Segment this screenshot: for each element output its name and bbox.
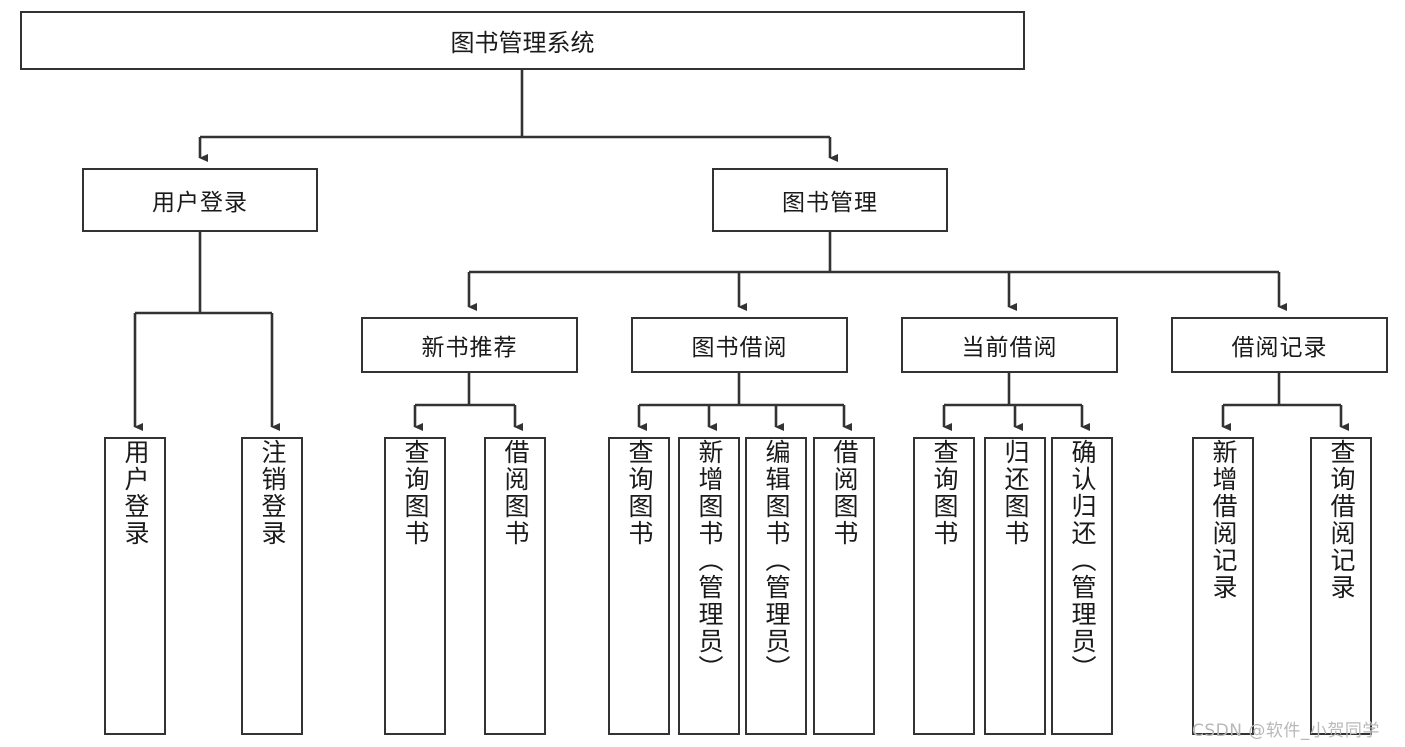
- edge-records-to-leaves: [1221, 373, 1349, 431]
- node-label: 图书借阅: [691, 335, 788, 361]
- node-borrow-records[interactable]: 借阅记录: [1171, 317, 1388, 373]
- node-current-borrow[interactable]: 当前借阅: [901, 317, 1118, 373]
- edge-newbook-to-leaves: [413, 373, 523, 431]
- node-root-system[interactable]: 图书管理系统: [20, 11, 1025, 70]
- leaf-node-add-borrow-record[interactable]: 新增借阅记录: [1192, 437, 1254, 735]
- node-label: 图书管理系统: [450, 29, 595, 57]
- node-new-book-recommend[interactable]: 新书推荐: [361, 317, 578, 373]
- leaf-label: 查询图书: [930, 439, 959, 547]
- leaf-node-query-books-recommend[interactable]: 查询图书: [384, 437, 446, 735]
- leaf-label: 查询图书: [625, 439, 654, 547]
- edge-root-to-level2: [198, 70, 838, 162]
- leaf-node-query-books-borrow[interactable]: 查询图书: [608, 437, 670, 735]
- leaf-node-query-books-current[interactable]: 查询图书: [913, 437, 975, 735]
- leaf-label: 查询图书: [401, 439, 430, 547]
- leaf-label: 借阅图书: [501, 439, 530, 547]
- leaf-label: 归还图书: [1001, 439, 1030, 547]
- node-label: 图书管理: [782, 190, 878, 216]
- leaf-label: 用户登录: [121, 439, 150, 547]
- leaf-label: 确认归还（管理员）: [1068, 439, 1097, 682]
- leaf-node-user-login[interactable]: 用户登录: [104, 437, 166, 735]
- leaf-label: 注销登录: [258, 439, 287, 547]
- node-label: 新书推荐: [421, 335, 518, 361]
- leaf-label: 新增借阅记录: [1209, 439, 1238, 601]
- leaf-node-edit-book-admin[interactable]: 编辑图书（管理员）: [745, 437, 807, 735]
- watermark-text: CSDN @软件_小贺同学: [1192, 721, 1380, 741]
- edge-borrow-to-leaves: [637, 373, 852, 431]
- node-label: 借阅记录: [1231, 335, 1328, 361]
- edge-bookmgmt-to-level3: [467, 232, 1287, 311]
- edge-current-to-leaves: [942, 373, 1090, 431]
- node-label: 用户登录: [152, 190, 248, 216]
- leaf-label: 借阅图书: [830, 439, 859, 547]
- leaf-node-confirm-return-admin[interactable]: 确认归还（管理员）: [1051, 437, 1113, 735]
- leaf-node-return-books[interactable]: 归还图书: [984, 437, 1046, 735]
- leaf-label: 查询借阅记录: [1327, 439, 1356, 601]
- leaf-node-logout[interactable]: 注销登录: [241, 437, 303, 735]
- leaf-label: 编辑图书（管理员）: [762, 439, 791, 682]
- node-label: 当前借阅: [961, 335, 1058, 361]
- edge-userlogin-to-leaves: [133, 232, 280, 431]
- leaf-node-add-book-admin[interactable]: 新增图书（管理员）: [678, 437, 740, 735]
- node-user-login[interactable]: 用户登录: [82, 168, 318, 232]
- leaf-node-borrow-books-recommend[interactable]: 借阅图书: [484, 437, 546, 735]
- node-book-management[interactable]: 图书管理: [712, 168, 948, 232]
- leaf-node-query-borrow-record[interactable]: 查询借阅记录: [1310, 437, 1372, 735]
- leaf-node-borrow-books[interactable]: 借阅图书: [813, 437, 875, 735]
- leaf-label: 新增图书（管理员）: [695, 439, 724, 682]
- node-book-borrow[interactable]: 图书借阅: [631, 317, 848, 373]
